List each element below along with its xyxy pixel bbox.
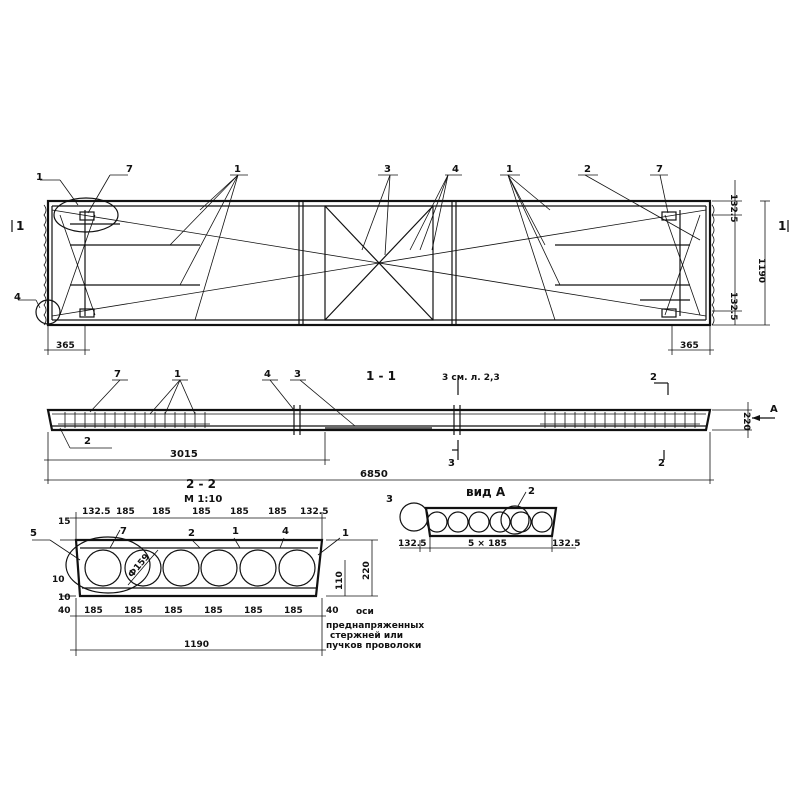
sect-top-dim-3: 185: [192, 507, 211, 517]
elev-ref-note: 3 см. л. 2,3: [442, 373, 500, 383]
plan-callout-7a: 7: [126, 164, 133, 175]
plan-callout-7b: 7: [656, 164, 663, 175]
elev-callout-1: 1: [174, 369, 181, 380]
sect-callout-4: 4: [282, 526, 289, 537]
elevation-view: 7 1 4 3 2 1 - 1 3 см. л. 2,3 2 3 2 А 220…: [44, 369, 778, 484]
sect-callout-1b: 1: [342, 528, 349, 539]
sect-left-10a: 10: [52, 575, 65, 585]
sect-scale: М 1:10: [184, 494, 222, 505]
sect-axes-note-1: преднапряженных: [326, 621, 424, 631]
sect-left-10b: 10: [58, 593, 71, 603]
elev-view-mark: А: [770, 404, 778, 415]
stirrups-left: [64, 412, 206, 428]
elev-callout-7: 7: [114, 369, 121, 380]
sect-axes-label: оси: [356, 607, 374, 617]
plan-dim-bottom-right: 132.5: [728, 292, 738, 320]
sect-top-dim-6: 132.5: [300, 507, 328, 517]
sect-right-40: 40: [326, 606, 339, 616]
plan-dim-left-end: 365: [56, 341, 75, 351]
view-a-dim-left: 132.5: [398, 539, 426, 549]
sect-callout-2: 2: [188, 528, 195, 539]
view-a-title: вид А: [466, 485, 506, 499]
sect-top-dim-5: 185: [268, 507, 287, 517]
plan-callout-1a: 1: [36, 172, 43, 183]
plan-dim-top-right: 132.5: [728, 194, 738, 222]
plan-dim-height: 1190: [756, 258, 766, 283]
elev-callout-3: 3: [294, 369, 301, 380]
section-2-2: 2 - 2 М 1:10 132.5 185 185 185 185 185 1…: [30, 477, 424, 656]
sect-total: 1190: [184, 640, 209, 650]
section-mark-right: 1: [778, 219, 786, 233]
sect-hole-label: Ф159: [127, 552, 152, 580]
elev-callout-2: 2: [84, 436, 91, 447]
sect-top-dim-4: 185: [230, 507, 249, 517]
sect-bot-dim-3: 185: [204, 606, 223, 616]
plan-callout-2: 2: [584, 164, 591, 175]
elev-dim-total: 6850: [360, 469, 388, 480]
sect-top-dim-0: 132.5: [82, 507, 110, 517]
sect-bot-dim-2: 185: [164, 606, 183, 616]
sect-axes-note-3: пучков проволоки: [326, 641, 421, 651]
view-a: вид А 3 2 132.5 5 × 185 132.5: [386, 485, 580, 552]
elev-title: 1 - 1: [366, 369, 396, 383]
section-mark-left: 1: [16, 219, 24, 233]
view-a-dim-mid: 5 × 185: [468, 539, 507, 549]
plan-dim-right-end: 365: [680, 341, 699, 351]
plan-callout-1b: 1: [234, 164, 241, 175]
elev-dim-part: 3015: [170, 449, 198, 460]
sect-callout-1: 1: [232, 526, 239, 537]
view-a-callout-2: 2: [528, 486, 535, 497]
plan-callout-3: 3: [384, 164, 391, 175]
sect-top-dim-2: 185: [152, 507, 171, 517]
sect-left-40: 40: [58, 606, 71, 616]
plan-view: 1 7 1 3 4 1 2 7 4 132.5 1190 132.5 365 3…: [11, 164, 789, 355]
sect-axes-note-2: стержней или: [330, 631, 403, 641]
elev-mark-2-top: 2: [650, 372, 657, 383]
sect-left-15: 15: [58, 517, 71, 527]
sect-right-220: 220: [362, 561, 372, 580]
plan-callout-4b: 4: [14, 292, 21, 303]
sect-title: 2 - 2: [186, 477, 216, 491]
sect-bot-dim-0: 185: [84, 606, 103, 616]
elev-mark-3: 3: [448, 458, 455, 469]
plan-callout-4: 4: [452, 164, 459, 175]
stirrups-right: [544, 412, 696, 428]
view-a-dim-right: 132.5: [552, 539, 580, 549]
sect-bot-dim-1: 185: [124, 606, 143, 616]
sect-bot-dim-4: 185: [244, 606, 263, 616]
view-a-callout-3: 3: [386, 494, 393, 505]
sect-bot-dim-5: 185: [284, 606, 303, 616]
elev-mark-2: 2: [658, 458, 665, 469]
sect-callout-7: 7: [120, 526, 127, 537]
sect-callout-5: 5: [30, 528, 37, 539]
sect-top-dim-1: 185: [116, 507, 135, 517]
sect-right-110: 110: [335, 571, 345, 590]
plan-callout-1c: 1: [506, 164, 513, 175]
elev-callout-4: 4: [264, 369, 271, 380]
elev-dim-height: 220: [741, 412, 751, 431]
